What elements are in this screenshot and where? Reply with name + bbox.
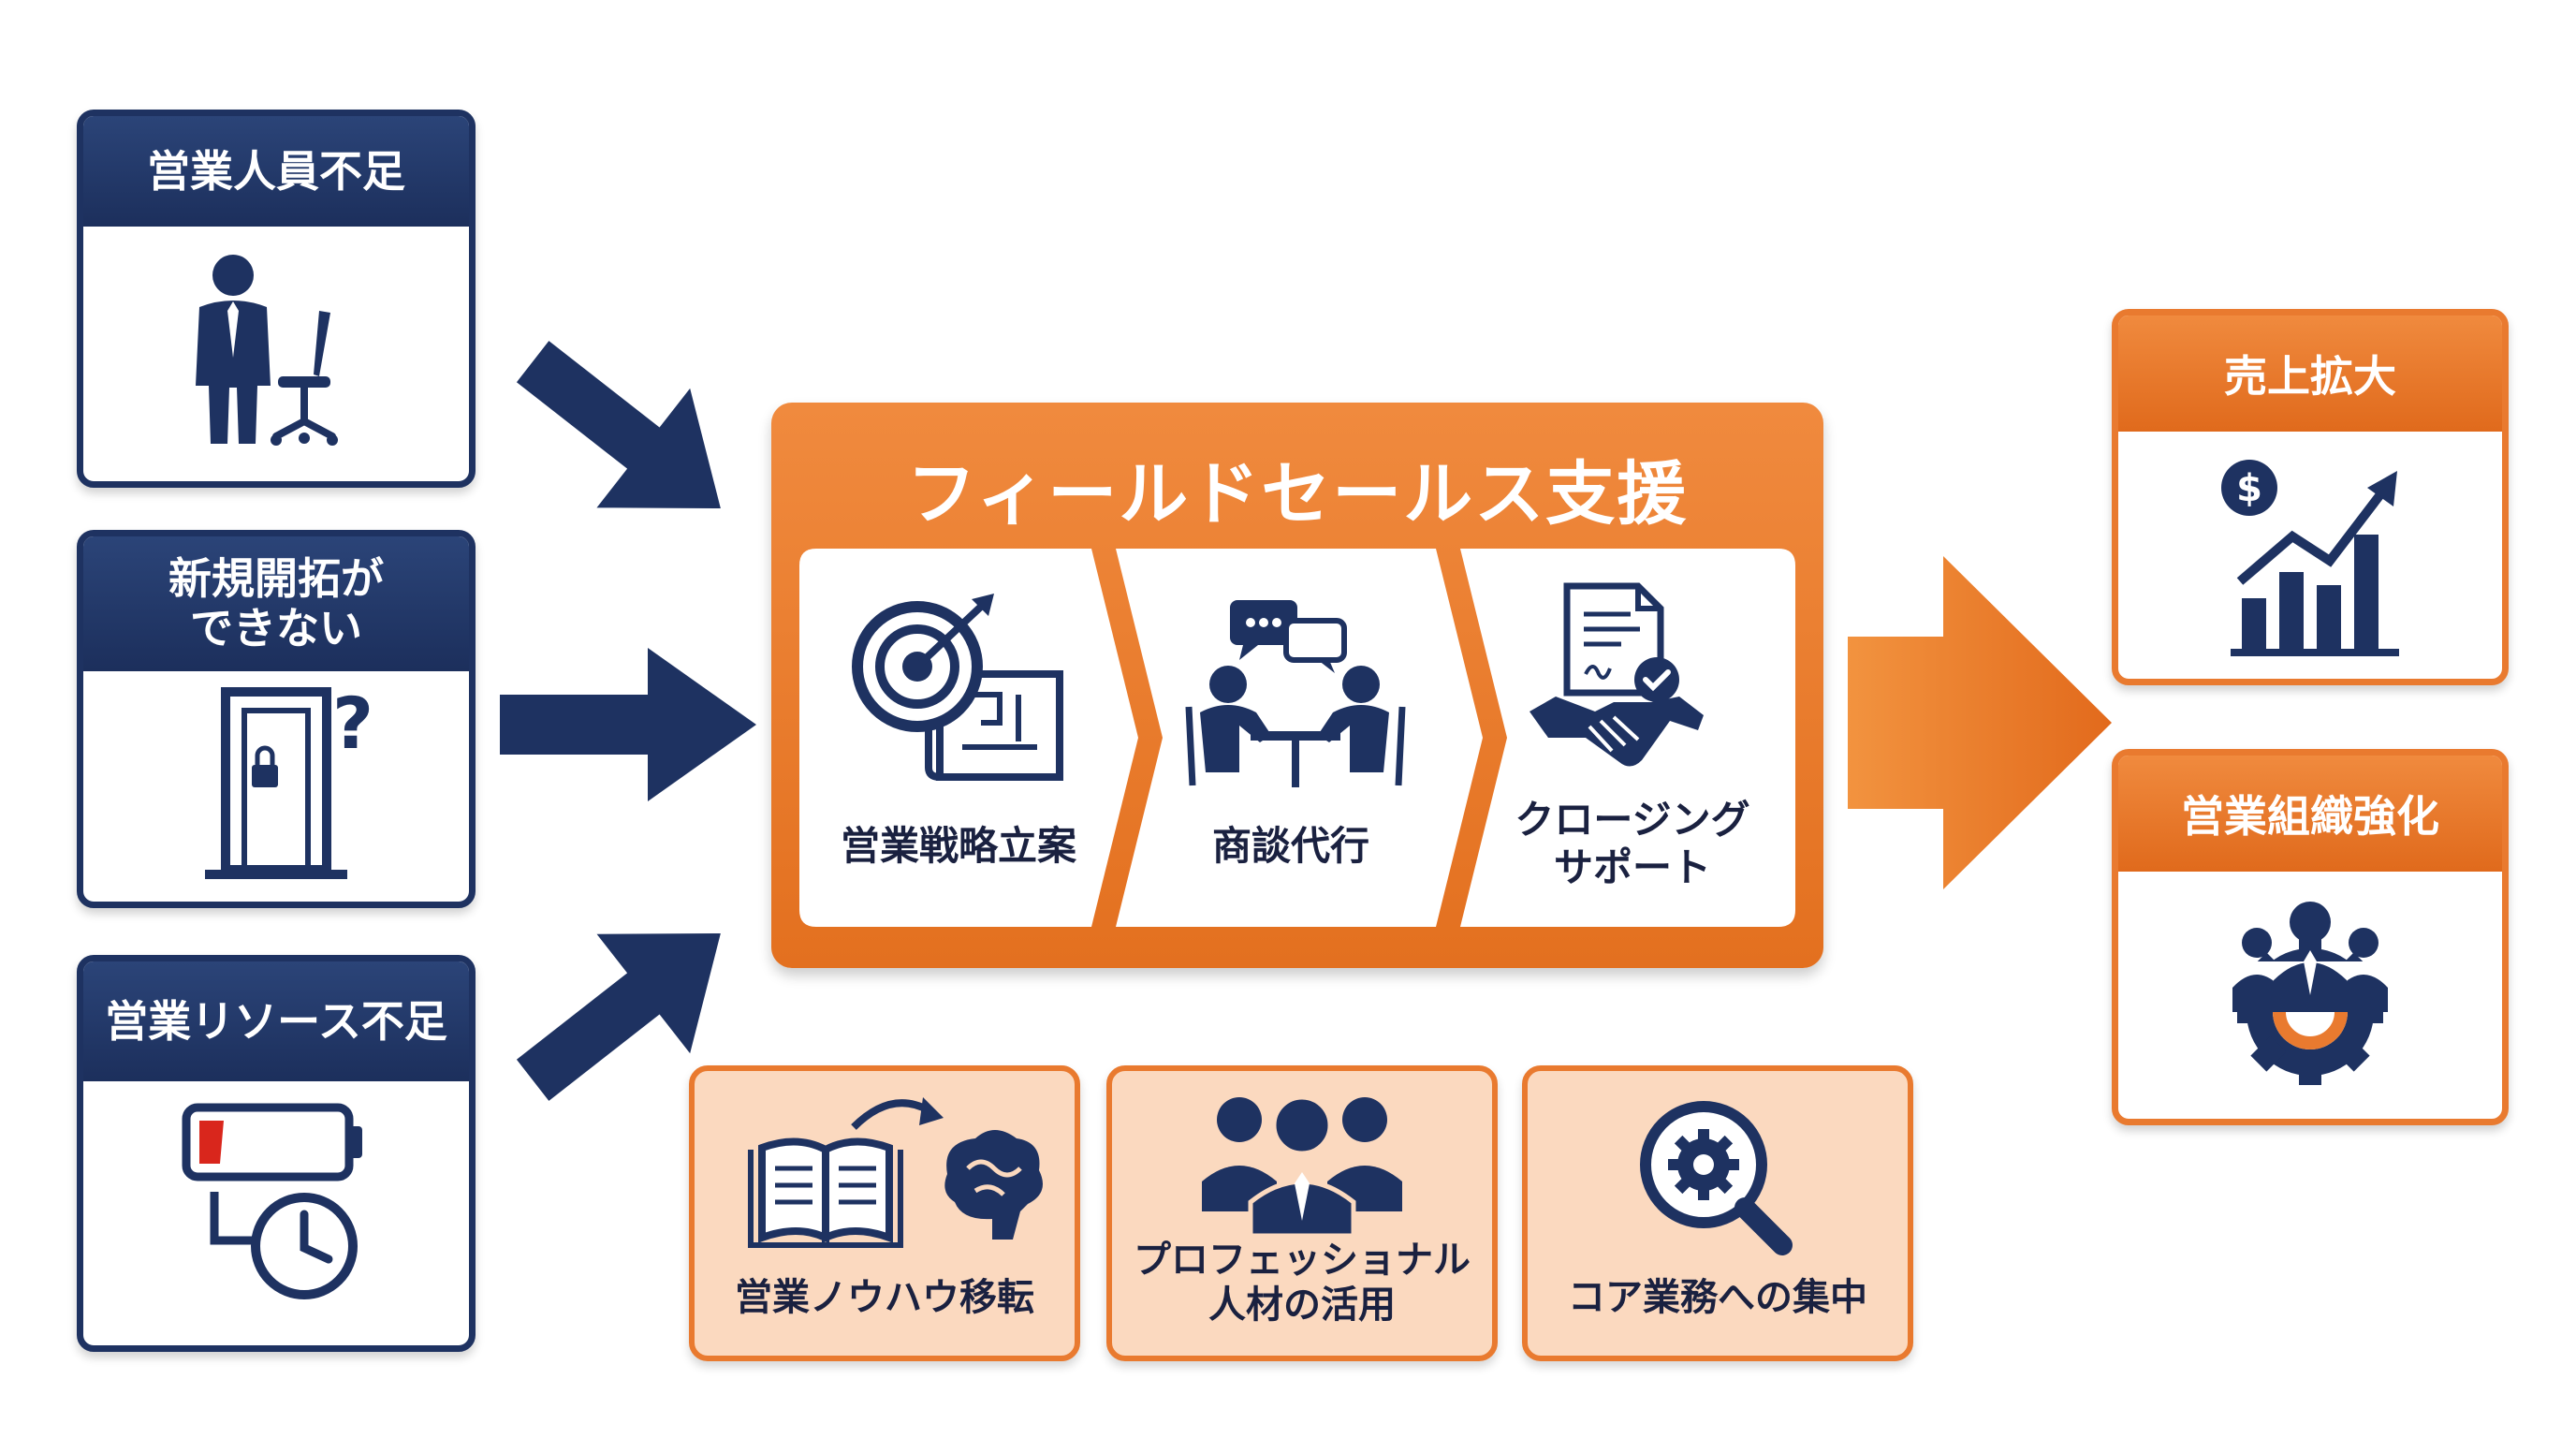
contract-handshake-icon (1530, 582, 1704, 767)
problem-card-resource-shortage: 営業リソース不足 (77, 955, 476, 1352)
locked-door-question-icon: ? (205, 682, 373, 879)
meeting-table-icon (1185, 600, 1406, 787)
benefit-core-focus: コア業務への集中 (1522, 1065, 1913, 1361)
arrow-icon (500, 648, 756, 801)
target-blueprint-icon (852, 594, 1063, 781)
outcome-title: 営業組織強化 (2118, 756, 2502, 872)
svg-text:$: $ (2236, 467, 2262, 510)
problem-title: 営業人員不足 (83, 116, 469, 227)
arrow-icon (511, 335, 726, 513)
team-gear-icon (2232, 902, 2388, 1085)
professional-team-icon (1202, 1094, 1402, 1239)
field-sales-support-panel: フィールドセールス支援 営業戦略立案 商談代行 (771, 403, 1823, 968)
arrow-icon (1848, 556, 2112, 889)
benefit-label: プロフェッショナル 人材の活用 (1134, 1239, 1471, 1327)
step-label: 商談代行 (1211, 823, 1369, 869)
benefit-knowhow-transfer: 営業ノウハウ移転 (689, 1065, 1080, 1361)
svg-text:?: ? (332, 682, 373, 765)
step-label: 営業戦略立案 (840, 823, 1076, 869)
problem-card-new-business: 新規開拓が できない ? (77, 530, 476, 908)
benefit-label: 営業ノウハウ移転 (735, 1276, 1034, 1319)
outcome-title: 売上拡大 (2118, 315, 2502, 432)
step-label: クロージング サポート (1515, 797, 1750, 891)
problem-title: 営業リソース不足 (83, 961, 469, 1081)
outcome-card-sales-growth: 売上拡大 $ (2112, 309, 2509, 685)
person-empty-chair-icon (196, 255, 338, 446)
outcome-card-organization: 営業組織強化 (2112, 749, 2509, 1125)
problem-card-staff-shortage: 営業人員不足 (77, 110, 476, 488)
problem-title: 新規開拓が できない (83, 536, 469, 671)
arrow-icon (511, 929, 726, 1107)
book-to-brain-icon (748, 1097, 1043, 1248)
revenue-growth-chart-icon: $ (2221, 460, 2399, 656)
benefit-professional-talent: プロフェッショナル 人材の活用 (1106, 1065, 1498, 1361)
low-battery-clock-icon (182, 1103, 362, 1299)
benefit-label: コア業務への集中 (1568, 1276, 1867, 1319)
main-title: フィールドセールス支援 (906, 454, 1689, 535)
gear-magnifier-icon (1640, 1101, 1793, 1255)
